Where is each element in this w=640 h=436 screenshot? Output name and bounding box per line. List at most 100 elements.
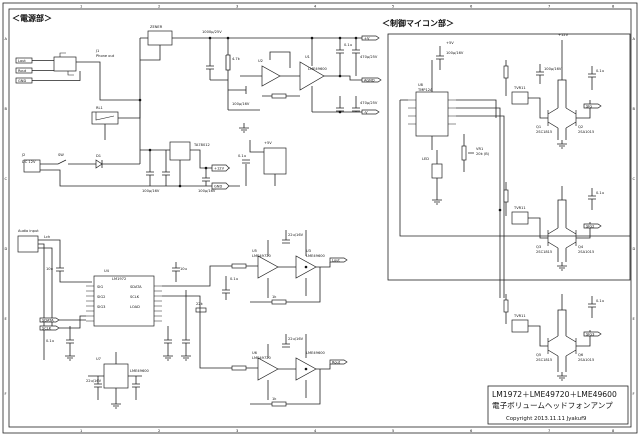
- cap-c9: [352, 38, 360, 76]
- feedback-u1: [269, 51, 291, 68]
- diode-d1: [95, 159, 103, 169]
- transistor-q5: [547, 335, 559, 357]
- ic-5v-wires: [245, 140, 276, 186]
- gnd-symbol: [111, 400, 121, 409]
- control-section: U8 TMP12A 100μ/16V +5V VR1 20k (B) LED T…: [387, 33, 631, 372]
- grid-number: 4: [314, 429, 317, 433]
- dc-label: DC 12V: [22, 160, 36, 164]
- tag-s3-out: [583, 331, 602, 337]
- d1-wires: [86, 160, 140, 168]
- c4-label: 100μ/16V: [232, 102, 250, 106]
- bottom-reg-wires: [88, 352, 142, 400]
- tvr1-label: TVR11: [513, 86, 526, 90]
- regulator-top: [147, 30, 173, 46]
- grid-number: 1: [80, 5, 82, 9]
- cap-c22: [536, 64, 544, 84]
- c20-label: 22u/16V: [288, 337, 304, 341]
- grid-letter: E: [5, 317, 8, 321]
- tag-sclk-label: SCLK: [42, 326, 52, 330]
- tvr3-label: TVR11: [513, 314, 526, 318]
- frame-top-numbers: 1 2 3 4 5 6 7 8: [80, 5, 615, 9]
- tag-sdata: [39, 317, 60, 323]
- c12-label: 10u: [46, 267, 53, 271]
- control-bus-lower: [399, 130, 630, 298]
- cap-c3-label: 1000μ/25V: [202, 30, 222, 34]
- u6-label: U6: [252, 351, 258, 355]
- jack-id: J1: [95, 49, 99, 53]
- transistor-q6: [565, 335, 577, 357]
- u6-part: LME49720: [252, 356, 272, 360]
- vr-label: VR1: [476, 147, 483, 151]
- cap-c6: [162, 150, 170, 186]
- res-r1: [225, 38, 231, 110]
- transistor-q2: [565, 107, 577, 129]
- grid-number: 7: [548, 429, 550, 433]
- u4-label: U4: [104, 269, 110, 273]
- regulator-ta78012: [169, 141, 191, 161]
- grid-number: 5: [392, 429, 394, 433]
- d1-label: D1: [96, 154, 101, 158]
- rail-agnd-label: AGND: [364, 78, 375, 82]
- tag-plus12: [211, 164, 230, 172]
- grid-number: 8: [612, 429, 615, 433]
- gnd-symbol: [181, 352, 191, 361]
- u1-part: LME49600: [308, 67, 328, 71]
- cap-s3-label: 0.1u: [596, 299, 604, 303]
- gnd-symbol: [163, 352, 173, 361]
- c17-label: 22u/16V: [86, 379, 102, 383]
- grid-letter: E: [633, 317, 636, 321]
- cap-s2-label: 0.1u: [596, 191, 604, 195]
- tvr-stage1: [511, 91, 529, 105]
- u5-label: U5: [252, 249, 257, 253]
- ground-symbols: [65, 123, 567, 409]
- power-switch: [40, 159, 86, 165]
- res-r-s1: [503, 65, 509, 79]
- lch-signal: [162, 265, 258, 287]
- grid-number: 5: [392, 5, 394, 9]
- reg-top-wires: [140, 45, 161, 61]
- rail-minus-label: -V: [364, 110, 368, 114]
- s3-wires: [528, 294, 591, 372]
- q5-part: 2SC1815: [536, 358, 552, 362]
- relay-contact: [95, 112, 115, 121]
- pin-label: LOAD: [130, 305, 140, 309]
- cap-c8: [336, 38, 344, 76]
- res-r3: [271, 93, 287, 99]
- c8-label: 0.1u: [344, 43, 352, 47]
- jack-label: Phone out: [96, 54, 115, 58]
- q1-part: 2SC1815: [536, 130, 552, 134]
- rch-buffer: [278, 364, 331, 370]
- grid-letter: C: [5, 177, 8, 181]
- cap-c19: [282, 230, 290, 244]
- inner-frame: [8, 8, 632, 428]
- tag-rout: [329, 359, 348, 365]
- q6-label: Q6: [578, 353, 584, 357]
- rch-signal: [162, 295, 258, 369]
- cap-lin-label: 0.1u: [230, 277, 238, 281]
- conn-lout-label: Lout: [18, 59, 26, 63]
- c11-label: 470μ/25V: [360, 101, 378, 105]
- s1-out-label: SIG: [586, 104, 592, 108]
- opamp-u6: [257, 357, 279, 381]
- ic-bottom-reg: [103, 363, 129, 389]
- q4-label: Q4: [578, 245, 584, 249]
- transistor-q1: [547, 107, 559, 129]
- lch-in-label: Lch: [44, 235, 50, 239]
- transistor-q3: [547, 227, 559, 249]
- title-line1: LM1972＋LME49720＋LME49600: [492, 390, 617, 399]
- ic-5v-label: +5V: [264, 141, 272, 145]
- cap-c13: [66, 326, 74, 352]
- rail-tag-agnd: [361, 77, 382, 83]
- cap-c16: [182, 290, 190, 352]
- c10-label: 0.1u: [238, 154, 246, 158]
- relay-label: RL1: [96, 106, 103, 110]
- jack-wires: [32, 60, 140, 101]
- pin-label: SDATA: [130, 285, 142, 289]
- lch-feedback: [250, 267, 321, 303]
- u7b-part: LME49600: [306, 351, 326, 355]
- frame-side-letters: A B C D E F A B C D E F: [5, 37, 636, 396]
- res-r7: [195, 307, 207, 313]
- cap-c5: [146, 150, 154, 186]
- u8-pins: [408, 99, 456, 125]
